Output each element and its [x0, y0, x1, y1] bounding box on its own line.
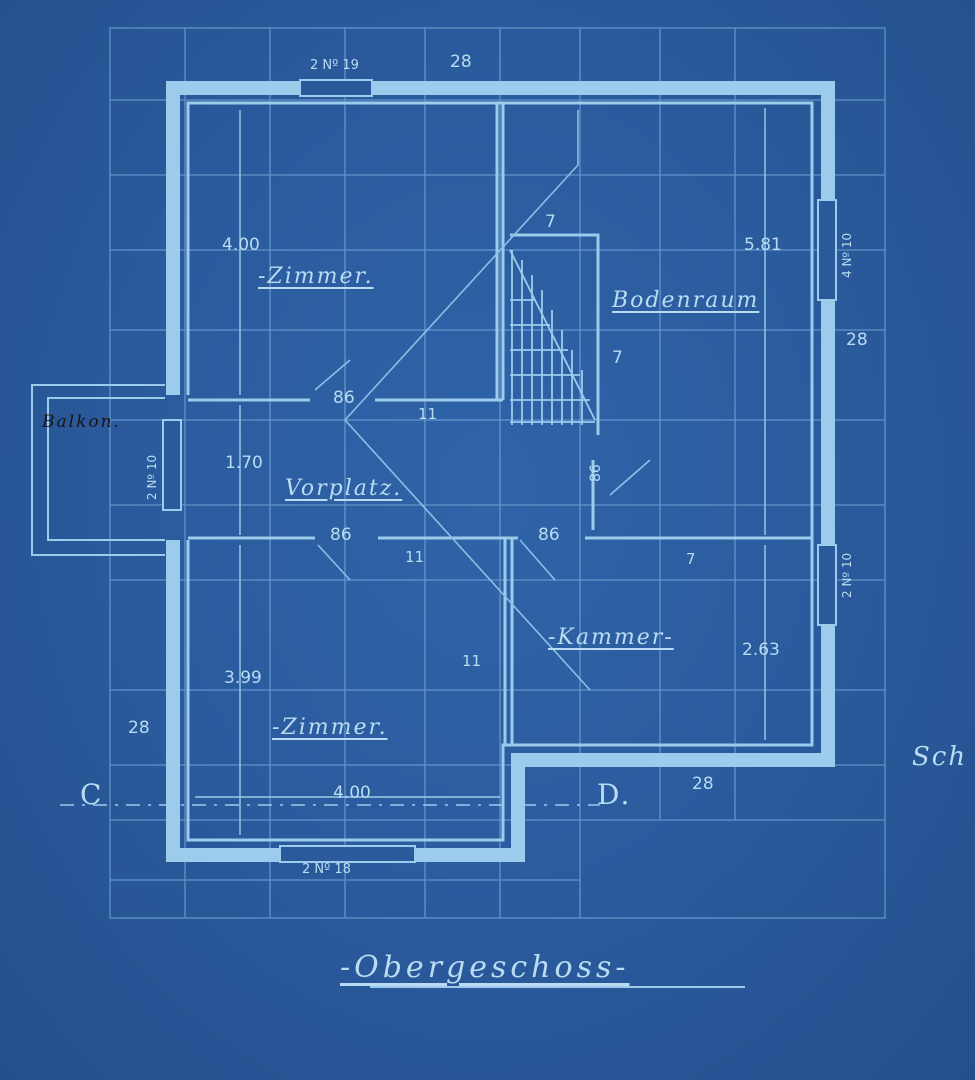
dimension-lines [60, 108, 766, 835]
dim-partition-11-c: 11 [462, 652, 482, 670]
interior-wall-lines [186, 101, 814, 842]
room-label-zimmer-top: -Zimmer. [258, 264, 374, 289]
room-label-bodenraum: Bodenraum [612, 288, 760, 313]
dim-vorplatz-depth: 1.70 [225, 453, 263, 473]
dim-bodenraum-depth: 5.81 [744, 235, 782, 255]
dim-door-86-b: 86 [330, 525, 352, 545]
window-label-right-b: 2 Nº 10 [840, 552, 854, 598]
dim-zimmer-bottom-width: 4.00 [333, 783, 371, 803]
dim-partition-11-a: 11 [418, 405, 438, 423]
margin-note: Sch [912, 742, 968, 772]
exterior-walls [166, 81, 835, 862]
dim-stair-7-a: 7 [545, 212, 556, 232]
dim-partition-11-b: 11 [405, 548, 425, 566]
dim-stair-7-b: 7 [612, 348, 623, 368]
window-label-bottom: 2 Nº 18 [302, 862, 351, 877]
dim-left-wall: 28 [128, 718, 150, 738]
plan-title: -Obergeschoss- [340, 950, 630, 985]
dim-door-86-c: 86 [538, 525, 560, 545]
window-label-left: 2 Nº 10 [145, 454, 159, 500]
section-mark-c: C [80, 778, 104, 811]
window-label-top: 2 Nº 19 [310, 58, 359, 73]
dim-top-wall: 28 [450, 52, 472, 72]
stair-hatch [509, 249, 596, 425]
window-label-right-a: 4 Nº 10 [840, 232, 854, 278]
dim-right-wall: 28 [846, 330, 868, 350]
balcony-outline [31, 384, 165, 556]
room-label-kammer: -Kammer- [548, 625, 674, 650]
dim-zimmer-bottom-depth: 3.99 [224, 668, 262, 688]
windows [162, 79, 837, 863]
room-label-vorplatz: Vorplatz. [285, 476, 403, 501]
dim-kammer-depth: 2.63 [742, 640, 780, 660]
dim-zimmer-top-width: 4.00 [222, 235, 260, 255]
balcony-label: Balkon. [42, 412, 121, 432]
section-mark-d: D. [597, 778, 632, 811]
dim-partition-7: 7 [686, 550, 696, 568]
dim-door-86-a: 86 [333, 388, 355, 408]
dim-bottom-wall: 28 [692, 774, 714, 794]
dim-door-86-vertical: 86 [588, 464, 604, 482]
room-label-zimmer-bottom: -Zimmer. [272, 715, 388, 740]
roof-slope-lines [314, 110, 651, 691]
